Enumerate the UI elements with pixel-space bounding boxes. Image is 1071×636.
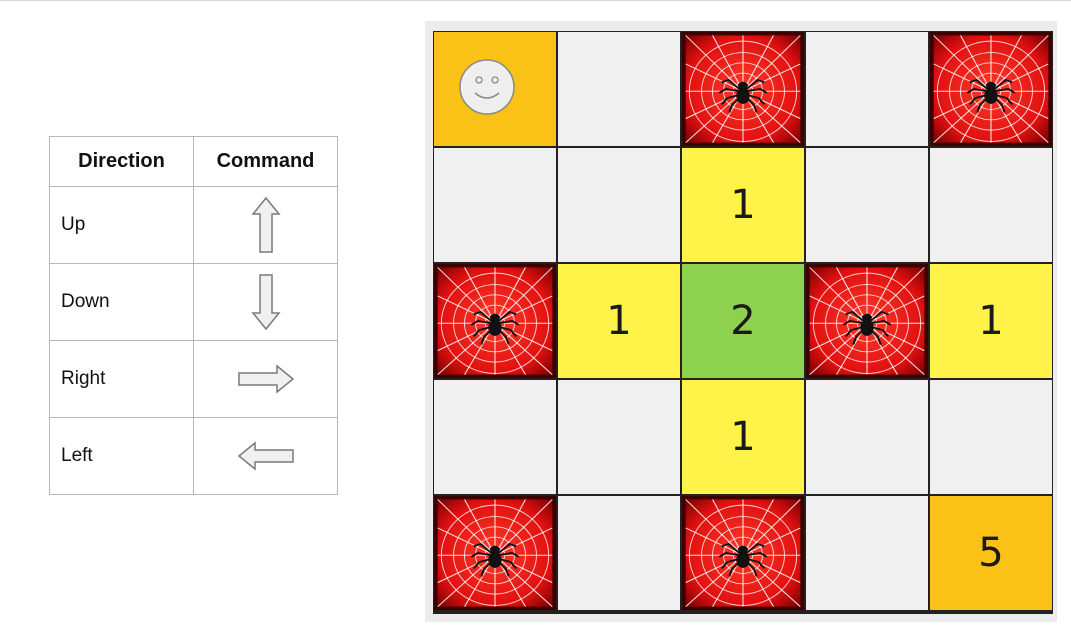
- command-legend-table: Direction Command Up Down Right Left: [49, 136, 338, 495]
- spider-web-cell: [930, 32, 1052, 146]
- empty-cell: [806, 148, 928, 262]
- command-cell: [193, 417, 338, 495]
- empty-cell: [806, 32, 928, 146]
- cell-value: 5: [978, 530, 1004, 576]
- spider-web-icon: [809, 267, 925, 375]
- legend-row-up: Up: [49, 186, 338, 264]
- empty-cell: [558, 496, 680, 610]
- arrow-up-icon: [250, 196, 281, 253]
- empty-cell: [558, 148, 680, 262]
- cell-value: 2: [730, 298, 756, 344]
- spider-web-icon: [437, 499, 553, 607]
- command-cell: [193, 263, 338, 341]
- score-cell: 2: [682, 264, 804, 378]
- smiley-face-icon: [459, 59, 515, 115]
- spider-web-cell: [682, 496, 804, 610]
- direction-label: Right: [49, 340, 194, 418]
- arrow-right-icon: [237, 364, 294, 394]
- spider-web-icon: [685, 35, 801, 143]
- command-header: Command: [193, 136, 338, 187]
- score-cell: 1: [682, 380, 804, 494]
- cell-value: 1: [730, 182, 756, 228]
- score-cell: 1: [930, 264, 1052, 378]
- empty-cell: [930, 380, 1052, 494]
- direction-label: Up: [49, 186, 194, 264]
- cell-value: 1: [978, 298, 1004, 344]
- legend-header-row: Direction Command: [49, 136, 338, 187]
- score-cell: 1: [558, 264, 680, 378]
- arrow-left-icon: [237, 441, 294, 471]
- start-cell: [434, 32, 556, 146]
- cell-value: 1: [606, 298, 632, 344]
- empty-cell: [434, 380, 556, 494]
- goal-cell: 5: [930, 496, 1052, 610]
- spider-web-cell: [434, 496, 556, 610]
- direction-header: Direction: [49, 136, 194, 187]
- direction-label: Left: [49, 417, 194, 495]
- empty-cell: [558, 380, 680, 494]
- spider-web-cell: [806, 264, 928, 378]
- legend-row-left: Left: [49, 417, 338, 495]
- empty-cell: [806, 496, 928, 610]
- command-cell: [193, 186, 338, 264]
- command-cell: [193, 340, 338, 418]
- top-divider: [0, 0, 1071, 1]
- cell-value: 1: [730, 414, 756, 460]
- spider-web-cell: [434, 264, 556, 378]
- arrow-down-icon: [250, 274, 281, 331]
- empty-cell: [434, 148, 556, 262]
- empty-cell: [806, 380, 928, 494]
- spider-web-cell: [682, 32, 804, 146]
- legend-row-right: Right: [49, 340, 338, 418]
- spider-web-icon: [685, 499, 801, 607]
- game-board: 1 1 2 1 1 5: [433, 31, 1053, 614]
- spider-web-icon: [933, 35, 1049, 143]
- legend-row-down: Down: [49, 263, 338, 341]
- empty-cell: [930, 148, 1052, 262]
- direction-label: Down: [49, 263, 194, 341]
- score-cell: 1: [682, 148, 804, 262]
- empty-cell: [558, 32, 680, 146]
- spider-web-icon: [437, 267, 553, 375]
